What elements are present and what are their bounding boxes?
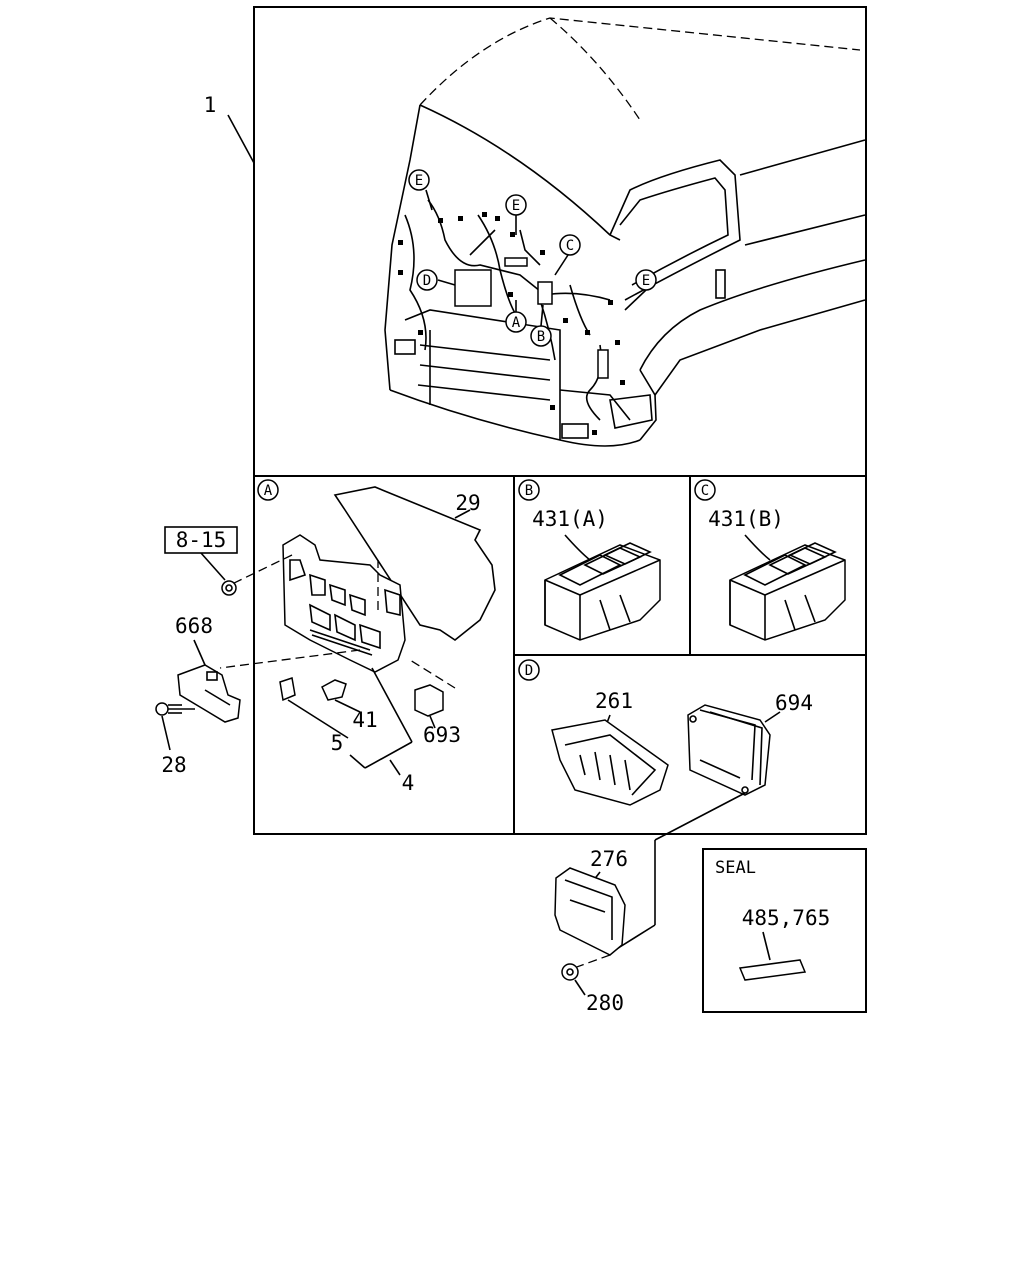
panel-a-marker: A bbox=[264, 483, 273, 499]
callout-280: 280 bbox=[586, 991, 624, 1015]
panel-b-marker: B bbox=[525, 483, 533, 499]
left-outside-parts: 8-15 668 28 bbox=[155, 526, 241, 777]
seal-box: SEAL 485,765 bbox=[715, 858, 831, 981]
callout-431a: 431(A) bbox=[532, 507, 608, 531]
diagram-frame bbox=[253, 6, 867, 1013]
callout-431b: 431(B) bbox=[708, 507, 784, 531]
marker-e-1: E bbox=[415, 173, 423, 189]
callout-5: 5 bbox=[331, 731, 344, 755]
truck-circle-markers: E E C E D A B bbox=[408, 169, 657, 347]
marker-e-3: E bbox=[642, 273, 650, 289]
callout-28: 28 bbox=[161, 753, 186, 777]
lower-parts: 276 280 bbox=[554, 840, 656, 1015]
marker-a: A bbox=[512, 315, 521, 331]
callout-261: 261 bbox=[595, 689, 633, 713]
panel-b: B 431(A) bbox=[518, 479, 661, 641]
panel-c-marker: C bbox=[701, 483, 709, 499]
callout-485-765: 485,765 bbox=[742, 906, 831, 930]
callout-694: 694 bbox=[775, 691, 813, 715]
callout-668: 668 bbox=[175, 614, 213, 638]
panel-a: A 29 5 41 693 bbox=[219, 479, 496, 795]
callout-1: 1 bbox=[204, 93, 217, 117]
panel-c: C 431(B) bbox=[694, 479, 846, 641]
callout-4: 4 bbox=[402, 771, 415, 795]
seal-title: SEAL bbox=[715, 858, 756, 878]
marker-c: C bbox=[566, 238, 574, 254]
callout-8-15: 8-15 bbox=[176, 528, 227, 552]
marker-b: B bbox=[537, 329, 545, 345]
panel-d: D 261 694 bbox=[518, 659, 813, 841]
callout-29: 29 bbox=[455, 491, 480, 515]
callout-276: 276 bbox=[590, 847, 628, 871]
callout-41: 41 bbox=[352, 708, 377, 732]
callout-693: 693 bbox=[423, 723, 461, 747]
marker-e-2: E bbox=[512, 198, 520, 214]
marker-d: D bbox=[423, 273, 431, 289]
truck-cab-drawing bbox=[227, 17, 866, 447]
panel-d-marker: D bbox=[525, 663, 533, 679]
